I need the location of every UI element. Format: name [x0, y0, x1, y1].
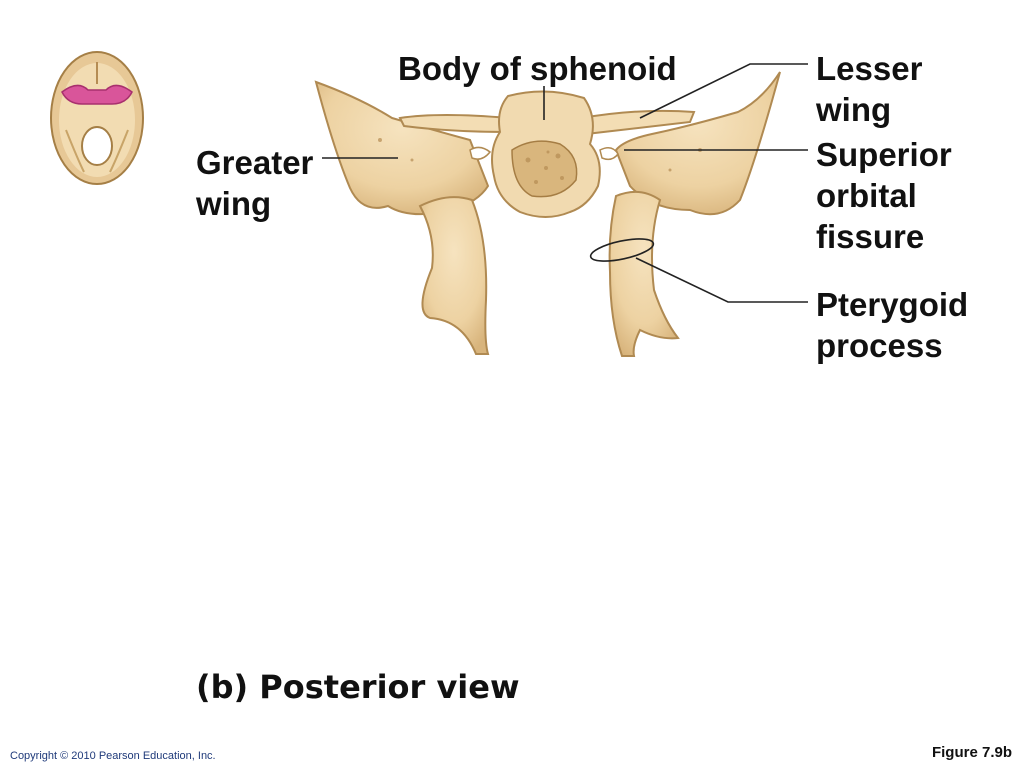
greater-wing-right — [614, 71, 781, 216]
view-title: (b) Posterior view — [196, 668, 520, 706]
sphenoid-bone-illustration — [314, 71, 781, 357]
lesser-wing-right — [580, 109, 696, 136]
label-pterygoid-process: Pterygoid process — [816, 286, 969, 364]
sphenoid-highlight — [61, 84, 133, 105]
skull-base-thumbnail-icon — [50, 51, 144, 185]
label-superior-orbital-fissure: Superior orbital fissure — [816, 136, 952, 255]
greater-wing-left — [314, 80, 490, 216]
pterygoid-process-left — [418, 196, 490, 355]
label-lesser-wing: Lesser wing — [816, 50, 923, 128]
leader-lines — [322, 63, 808, 303]
figure-number: Figure 7.9b — [931, 744, 1012, 761]
copyright-notice: Copyright © 2010 Pearson Education, Inc. — [10, 750, 216, 762]
label-greater-wing: Greater wing — [196, 144, 314, 222]
label-body-of-sphenoid: Body of sphenoid — [398, 50, 677, 87]
pterygoid-process-right — [608, 190, 680, 357]
